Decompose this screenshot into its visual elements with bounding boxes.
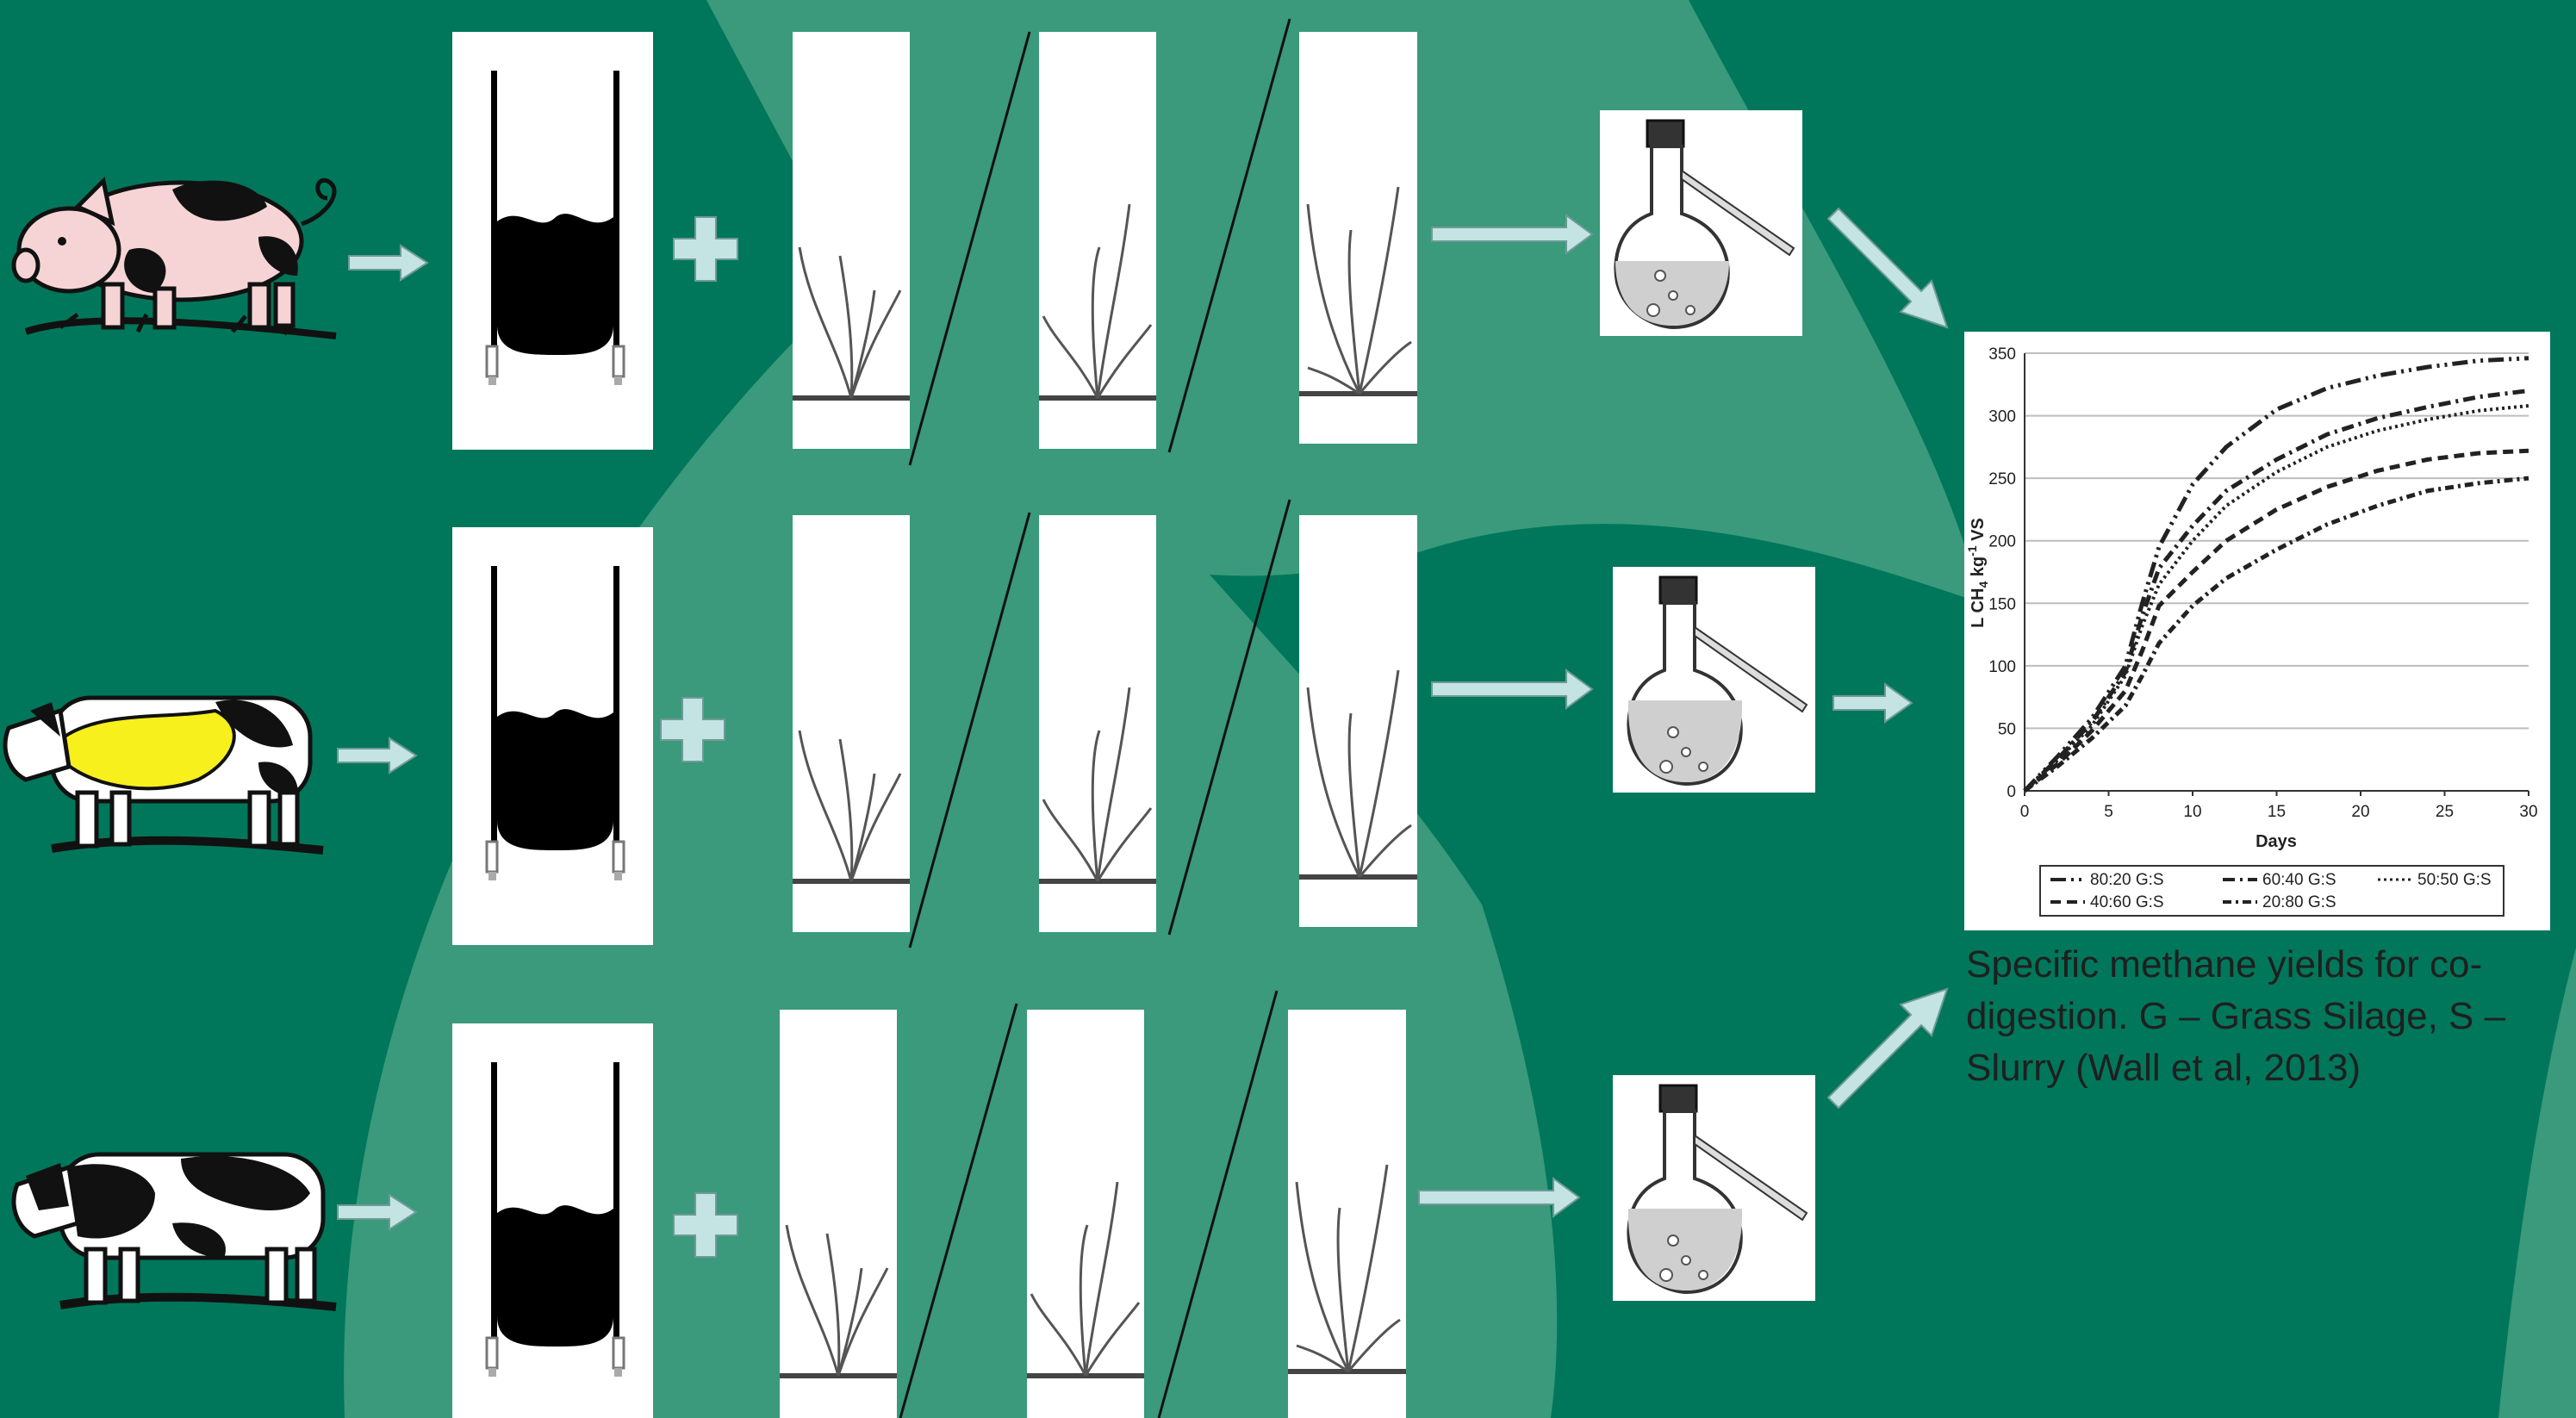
legend-label: 50:50 G:S xyxy=(2417,871,2492,889)
series-line-5 xyxy=(2023,476,2529,793)
digester-tank-icon xyxy=(485,71,625,385)
chart-series-lines xyxy=(2023,356,2529,793)
arrow-diagonal-up-icon xyxy=(1826,987,1949,1110)
arrow-diagonal-down-icon xyxy=(1826,207,1949,329)
chart-legend: 80:20 G:S 60:40 G:S 50:50 G:S 40:60 G:S 20:8… xyxy=(2050,871,2492,911)
x-tick-label: 10 xyxy=(2183,803,2201,821)
y-tick-labels: 0 50 100 150 200 250 300 350 xyxy=(1988,345,2016,801)
x-tick-label: 0 xyxy=(2020,803,2030,821)
grass-sprout-icon xyxy=(1027,1181,1144,1378)
chart-caption: Specific methane yields for co-digestion… xyxy=(1966,943,2506,1089)
flask-panel xyxy=(1613,1075,1815,1301)
arrow-right-icon xyxy=(1832,682,1913,724)
y-tick-label: 150 xyxy=(1988,595,2016,613)
series-line-4 xyxy=(2023,448,2529,793)
plus-icon xyxy=(673,216,738,282)
x-tick-label: 25 xyxy=(2436,803,2454,821)
arrow-right-icon xyxy=(1431,214,1594,255)
legend-label: 20:80 G:S xyxy=(2262,893,2336,911)
y-tick-label: 0 xyxy=(2007,783,2016,801)
pig-icon xyxy=(11,176,337,339)
grass-panel xyxy=(1299,32,1417,444)
x-tick-label: 30 xyxy=(2519,803,2537,821)
chart-axes xyxy=(2024,353,2529,792)
flask-panel xyxy=(1600,110,1802,336)
grass-sprout-icon xyxy=(793,246,910,401)
flask-icon xyxy=(1627,575,1808,787)
digester-tank-icon xyxy=(485,1062,625,1377)
series-line-2 xyxy=(2023,389,2529,793)
grass-panel xyxy=(1288,1010,1406,1418)
grass-sprout-icon xyxy=(780,1224,897,1378)
chart-legend-box xyxy=(2039,865,2504,917)
grass-panel xyxy=(793,32,910,449)
y-tick-label: 50 xyxy=(1998,720,2016,738)
flask-icon xyxy=(1614,119,1795,330)
grass-sprout-icon xyxy=(1299,186,1417,396)
y-tick-label: 100 xyxy=(1988,658,2016,676)
x-tick-labels: 0 5 10 15 20 25 30 xyxy=(2020,791,2538,821)
legend-label: 80:20 G:S xyxy=(2090,871,2164,889)
grass-sprout-icon xyxy=(1039,203,1156,401)
y-tick-label: 300 xyxy=(1988,408,2016,426)
yellow-black-cow-icon xyxy=(3,695,324,855)
grass-sprout-icon xyxy=(1039,687,1156,884)
plus-icon xyxy=(673,1192,738,1258)
grass-sprout-icon xyxy=(1288,1164,1406,1374)
background-swirl-right xyxy=(2498,948,2576,1418)
x-tick-label: 5 xyxy=(2104,803,2113,821)
y-tick-label: 350 xyxy=(1988,345,2016,364)
y-tick-label: 250 xyxy=(1988,470,2016,488)
series-line-3 xyxy=(2023,404,2529,793)
series-line-1 xyxy=(2023,356,2529,793)
x-tick-label: 20 xyxy=(2351,803,2369,821)
y-tick-label: 200 xyxy=(1988,533,2016,551)
grass-panel xyxy=(1039,32,1156,449)
flask-icon xyxy=(1627,1084,1808,1295)
grass-panel xyxy=(793,515,910,932)
x-axis-label: Days xyxy=(2256,832,2297,851)
legend-label: 40:60 G:S xyxy=(2090,893,2164,911)
plus-icon xyxy=(660,697,725,762)
arrow-right-icon xyxy=(337,1193,418,1231)
grass-panel xyxy=(1299,515,1417,927)
arrow-right-icon xyxy=(1431,669,1594,710)
digester-panel xyxy=(452,1023,653,1418)
grass-sprout-icon xyxy=(793,730,910,884)
grass-panel xyxy=(780,1010,897,1418)
grass-sprout-icon xyxy=(1299,669,1417,880)
chart-grid xyxy=(2025,352,2529,730)
legend-label: 60:40 G:S xyxy=(2262,871,2336,889)
grass-panel xyxy=(1039,515,1156,932)
arrow-right-icon xyxy=(337,737,418,774)
digester-tank-icon xyxy=(485,566,625,880)
y-axis-label: L CH4 kg-1 VS xyxy=(1965,518,1990,628)
flask-panel xyxy=(1613,567,1815,793)
arrow-right-icon xyxy=(348,244,429,282)
digester-panel xyxy=(452,32,653,450)
x-tick-label: 15 xyxy=(2268,803,2286,821)
grass-panel xyxy=(1027,1010,1144,1418)
arrow-right-icon xyxy=(1418,1177,1581,1218)
black-white-cow-icon xyxy=(11,1152,337,1311)
digester-panel xyxy=(452,527,653,945)
